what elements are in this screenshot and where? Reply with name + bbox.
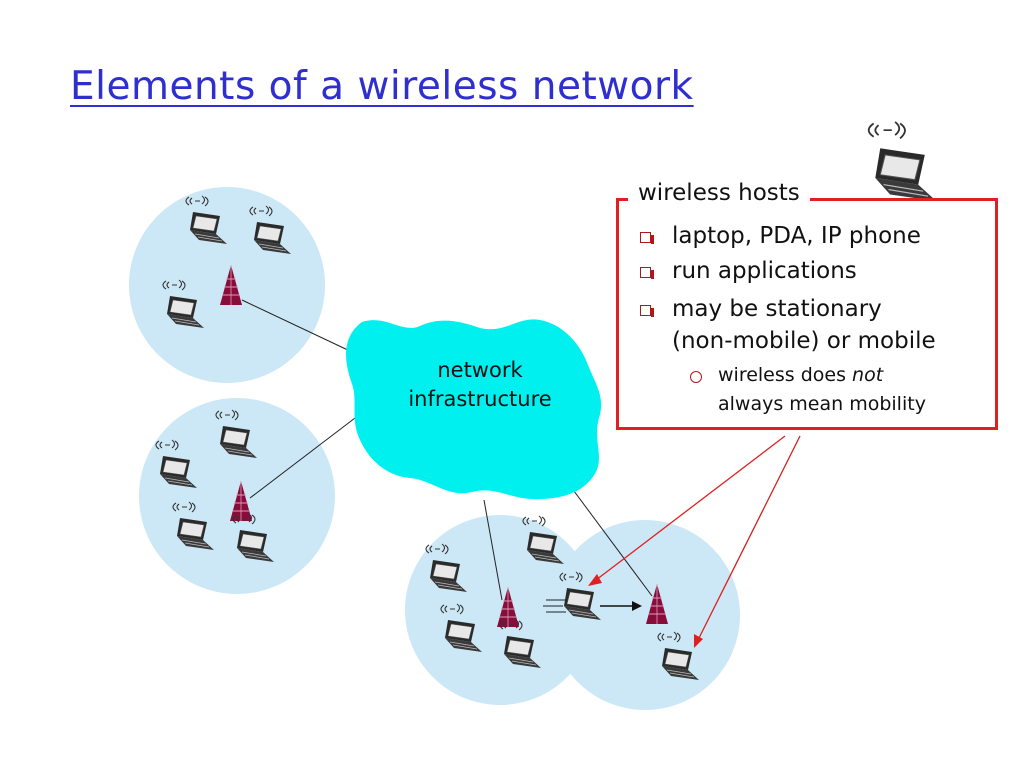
network-infrastructure-cloud [346, 319, 602, 500]
bullet-item: run applications [672, 258, 857, 284]
sub-bullet-text: wireless does [718, 364, 846, 386]
sub-bullet-emphasis: not [852, 364, 884, 386]
laptop-icon [867, 120, 938, 203]
bullet-circle-icon [690, 371, 702, 383]
movement-arrow-head [632, 601, 642, 611]
coverage-cell-bottom-b [550, 520, 740, 710]
coverage-cell-bottom-a [405, 515, 595, 705]
wired-links [241, 299, 653, 601]
bullet-square-icon [640, 232, 654, 244]
sub-bullet-item: wireless does not [718, 362, 883, 388]
bullet-square-icon [640, 267, 654, 279]
motion-lines [543, 599, 566, 613]
bullet-item: may be stationary [672, 296, 882, 322]
cloud-label-line: network [437, 358, 523, 382]
bullet-item-continuation: (non-mobile) or mobile [672, 328, 936, 354]
bullet-item: laptop, PDA, IP phone [672, 223, 921, 249]
cloud-label: network infrastructure [385, 356, 575, 414]
bullet-square-icon [640, 305, 654, 317]
slide-title: Elements of a wireless network [70, 64, 694, 109]
cloud-label-line: infrastructure [408, 387, 552, 411]
callout-pointers [588, 435, 801, 648]
sub-bullet-continuation: always mean mobility [718, 393, 926, 415]
callout-heading: wireless hosts [628, 180, 810, 206]
